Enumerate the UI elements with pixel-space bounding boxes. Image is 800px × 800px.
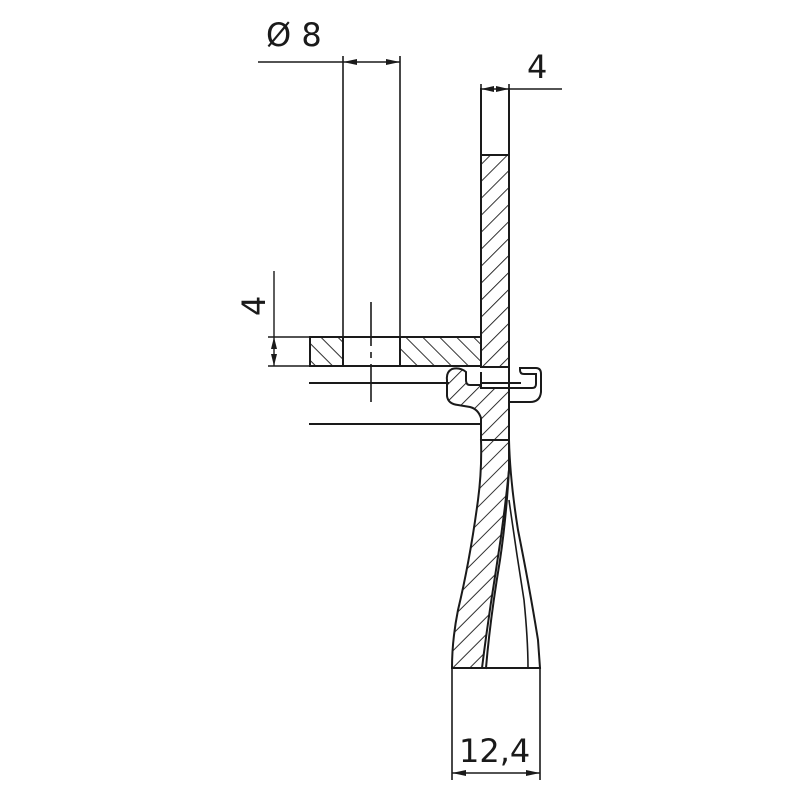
flange-thickness-label: 4 (235, 296, 273, 316)
wall-thickness-label: 4 (527, 48, 547, 86)
flange-right-section (399, 336, 482, 367)
wall-thickness-dimension: 4 (480, 48, 562, 155)
flange-left-section (309, 336, 344, 367)
taper-outer-right (507, 438, 542, 670)
flange-section (309, 302, 482, 402)
arrowhead-icon (386, 59, 400, 65)
arrowhead-icon (481, 86, 494, 92)
taper-inner-right (508, 499, 529, 669)
hole-diameter-dimension: Ø 8 (258, 16, 401, 338)
arrowhead-icon (452, 770, 466, 776)
vertical-wall (480, 88, 510, 441)
base-width-label: 12,4 (459, 732, 530, 770)
arrowhead-icon (496, 86, 509, 92)
clip-profile (445, 366, 542, 441)
lower-plate (309, 382, 482, 425)
flange-thickness-dimension: 4 (235, 271, 310, 367)
arrowhead-icon (271, 354, 277, 366)
clip-hatched-body (445, 367, 510, 441)
base-width-dimension: 12,4 (451, 667, 541, 780)
tapered-hatched-section (450, 439, 510, 669)
clip-hook (508, 367, 542, 403)
hole-diameter-label: Ø 8 (266, 16, 322, 54)
tapered-body (450, 438, 542, 670)
arrowhead-icon (526, 770, 540, 776)
wall-hatched-section (480, 154, 510, 368)
taper-inner-left (484, 468, 511, 670)
arrowhead-icon (271, 337, 277, 349)
arrowhead-icon (343, 59, 357, 65)
